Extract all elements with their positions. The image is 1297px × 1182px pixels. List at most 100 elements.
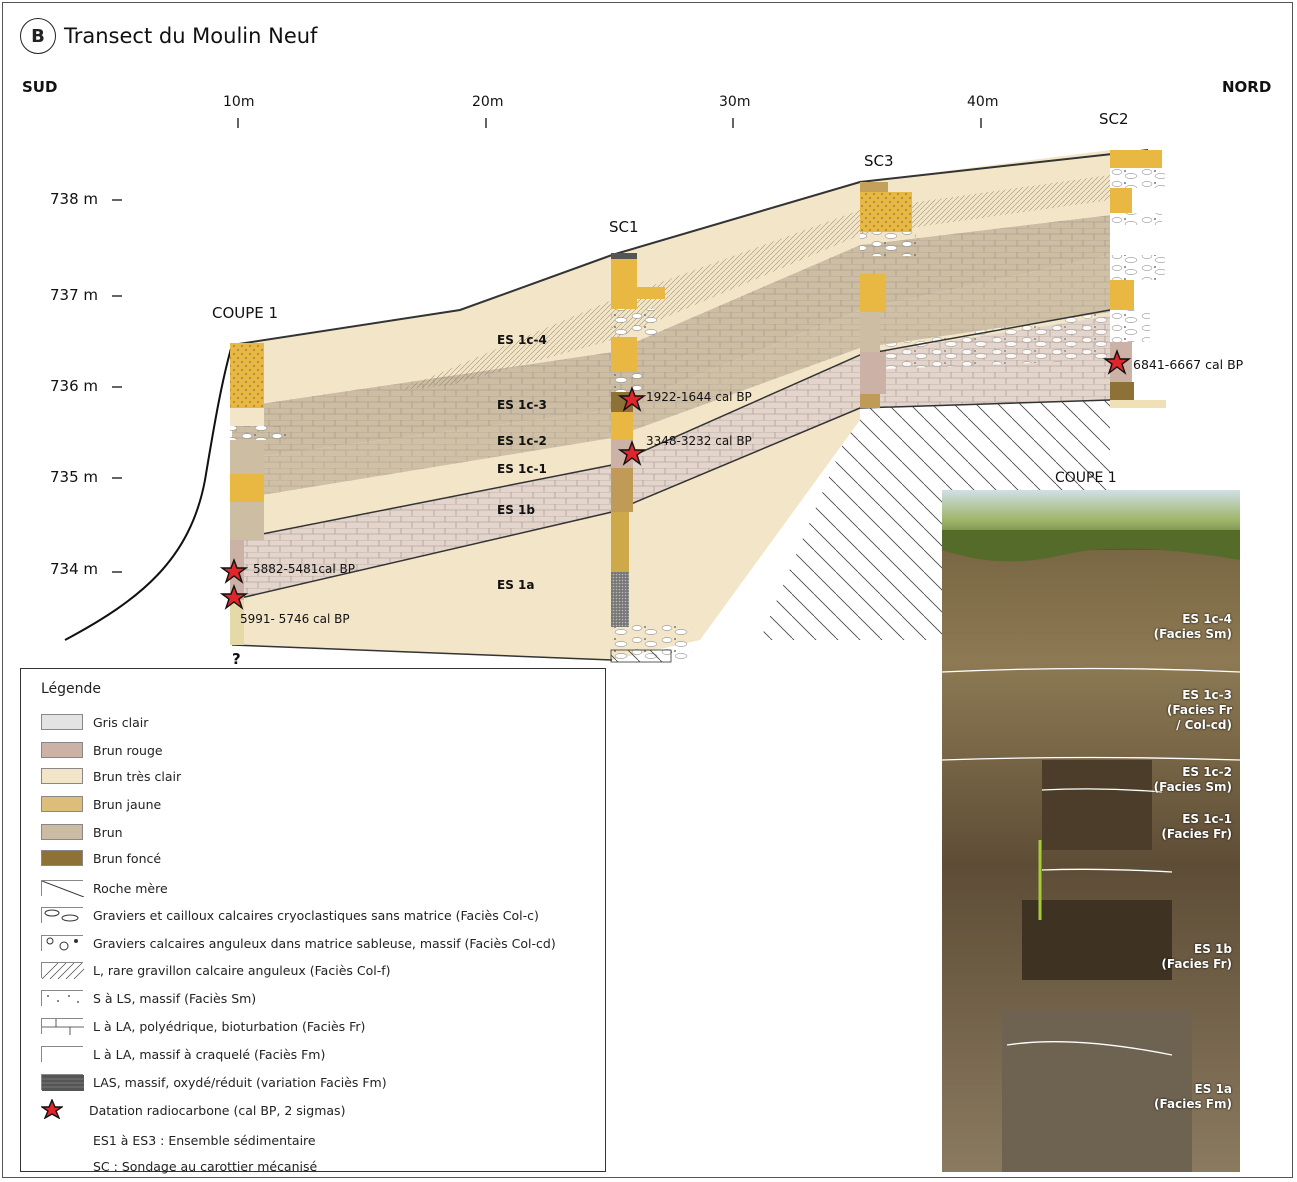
legend-item: S à LS, massif (Faciès Sm) xyxy=(41,987,256,1009)
unknown-base: ? xyxy=(232,650,241,668)
legend-label: Graviers calcaires anguleux dans matrice… xyxy=(93,935,556,951)
elevation-736: 736 m xyxy=(50,377,99,395)
legend-label: SC : Sondage au carottier mécanisé xyxy=(93,1158,318,1174)
legend-item: L, rare gravillon calcaire anguleux (Fac… xyxy=(41,959,391,981)
star-coupe-upper xyxy=(219,558,249,584)
legend-item: Brun xyxy=(41,821,123,843)
photo-unit-name: ES 1c-2 xyxy=(1182,765,1232,779)
layer-gravel-band xyxy=(860,310,1110,370)
legend-item: L à LA, polyédrique, bioturbation (Faciè… xyxy=(41,1015,365,1037)
photo-unit-name: ES 1a xyxy=(1194,1082,1232,1096)
date-sc1-lower: 3348-3232 cal BP xyxy=(646,434,752,448)
photo-unit-facies: (Facies Sm) xyxy=(1153,780,1232,794)
unit-es-1c-2: ES 1c-2 xyxy=(497,434,547,448)
photo-unit-facies: (Facies Fm) xyxy=(1154,1097,1232,1111)
legend-label: Brun foncé xyxy=(93,850,162,866)
legend-swatch xyxy=(41,714,83,730)
photo-unit-facies: (Facies Sm) xyxy=(1153,627,1232,641)
legend-swatch xyxy=(41,742,83,758)
date-sc1-upper: 1922-1644 cal BP xyxy=(646,390,752,404)
interface-1b-1c xyxy=(231,309,1111,541)
legend-label: Brun xyxy=(93,824,123,840)
elevation-737: 737 m xyxy=(50,286,99,304)
label-sc2: SC2 xyxy=(1099,110,1129,128)
layer-es-1c-2-texture xyxy=(232,255,1110,500)
photo-unit-facies: (Facies Fr) xyxy=(1161,957,1232,971)
layer-es-1c-1 xyxy=(232,312,1110,540)
hillslope xyxy=(64,344,233,641)
panel-badge: B xyxy=(20,18,56,54)
photo-unit-label: ES 1b(Facies Fr) xyxy=(1161,942,1232,972)
legend-swatch xyxy=(41,850,83,866)
distance-tick-marks xyxy=(237,118,982,128)
legend-item: ES1 à ES3 : Ensemble sédimentaire xyxy=(41,1129,316,1151)
legend-item: Graviers et cailloux calcaires cryoclast… xyxy=(41,904,539,926)
interface-1a-1b xyxy=(231,399,1111,601)
unit-es-1a: ES 1a xyxy=(497,578,535,592)
legend-label: LAS, massif, oxydé/réduit (variation Fac… xyxy=(93,1074,387,1090)
photo-unit-name: ES 1c-3 xyxy=(1182,688,1232,702)
legend-item: LAS, massif, oxydé/réduit (variation Fac… xyxy=(41,1071,387,1093)
star-sc1-lower xyxy=(617,440,647,466)
legend-item: L à LA, massif à craquelé (Faciès Fm) xyxy=(41,1043,325,1065)
sc2-column xyxy=(1110,150,1166,408)
legend-swatch xyxy=(41,1074,84,1091)
legend-item: Brun très clair xyxy=(41,765,181,787)
distance-tick-10m: 10m xyxy=(223,94,255,110)
photo-unit-label: ES 1c-2(Facies Sm) xyxy=(1154,765,1232,795)
photo-drawing xyxy=(942,490,1240,1172)
photo-unit-name: ES 1c-4 xyxy=(1182,612,1232,626)
label-sc3: SC3 xyxy=(864,152,894,170)
elevation-tick-marks xyxy=(112,199,122,573)
date-coupe-lower: 5991- 5746 cal BP xyxy=(240,612,350,626)
legend-swatch xyxy=(41,1046,84,1063)
label-coupe-1: COUPE 1 xyxy=(212,304,279,322)
layer-es-1c-4-fine xyxy=(400,175,1110,390)
legend-label: L, rare gravillon calcaire anguleux (Fac… xyxy=(93,962,391,978)
elevation-734: 734 m xyxy=(50,560,99,578)
photo-unit-facies: / Col-cd) xyxy=(1176,718,1232,732)
legend-swatch xyxy=(41,990,84,1007)
legend-label: Brun jaune xyxy=(93,796,162,812)
legend-item: Brun jaune xyxy=(41,793,161,815)
layer-es-1c-3-texture xyxy=(232,215,1110,460)
legend-label: Graviers et cailloux calcaires cryoclast… xyxy=(93,907,539,923)
photo-unit-facies: (Facies Fr) xyxy=(1161,827,1232,841)
photo-unit-label: ES 1c-3(Facies Fr/ Col-cd) xyxy=(1167,688,1232,733)
legend-swatch xyxy=(39,1097,83,1122)
legend-label: Datation radiocarbone (cal BP, 2 sigmas) xyxy=(89,1102,346,1118)
label-sc1: SC1 xyxy=(609,218,639,236)
legend-swatch xyxy=(41,935,84,952)
elevation-735: 735 m xyxy=(50,468,99,486)
distance-tick-30m: 30m xyxy=(719,94,751,110)
legend-swatch xyxy=(41,880,84,897)
legend-item: Roche mère xyxy=(41,877,168,899)
distance-tick-40m: 40m xyxy=(967,94,999,110)
distance-tick-20m: 20m xyxy=(472,94,504,110)
unit-es-1b: ES 1b xyxy=(497,503,535,517)
photo-title: COUPE 1 xyxy=(1055,470,1117,486)
sc3-column xyxy=(860,182,916,408)
legend-label: Brun rouge xyxy=(93,742,163,758)
photo-unit-label: ES 1c-4(Facies Sm) xyxy=(1154,612,1232,642)
legend-label: Gris clair xyxy=(93,714,149,730)
radiocarbon-markers xyxy=(219,349,1132,610)
legend-label: L à LA, polyédrique, bioturbation (Faciè… xyxy=(93,1018,366,1034)
legend-swatch xyxy=(41,768,83,784)
legend-item: Gris clair xyxy=(41,711,148,733)
coupe-photo: ES 1c-4(Facies Sm)ES 1c-3(Facies Fr/ Col… xyxy=(942,490,1240,1172)
sc1-column xyxy=(610,253,672,663)
legend-item: Brun foncé xyxy=(41,847,161,869)
photo-unit-name: ES 1b xyxy=(1194,942,1232,956)
legend-label: ES1 à ES3 : Ensemble sédimentaire xyxy=(93,1132,316,1148)
unit-es-1c-1: ES 1c-1 xyxy=(497,462,547,476)
photo-unit-name: ES 1c-1 xyxy=(1182,812,1232,826)
photo-unit-label: ES 1a(Facies Fm) xyxy=(1154,1082,1232,1112)
unit-es-1c-3: ES 1c-3 xyxy=(497,398,547,412)
elevation-738: 738 m xyxy=(50,190,99,208)
layer-es-1a xyxy=(232,408,860,660)
legend-label: Roche mère xyxy=(93,880,168,896)
legend-label: L à LA, massif à craquelé (Faciès Fm) xyxy=(93,1046,326,1062)
